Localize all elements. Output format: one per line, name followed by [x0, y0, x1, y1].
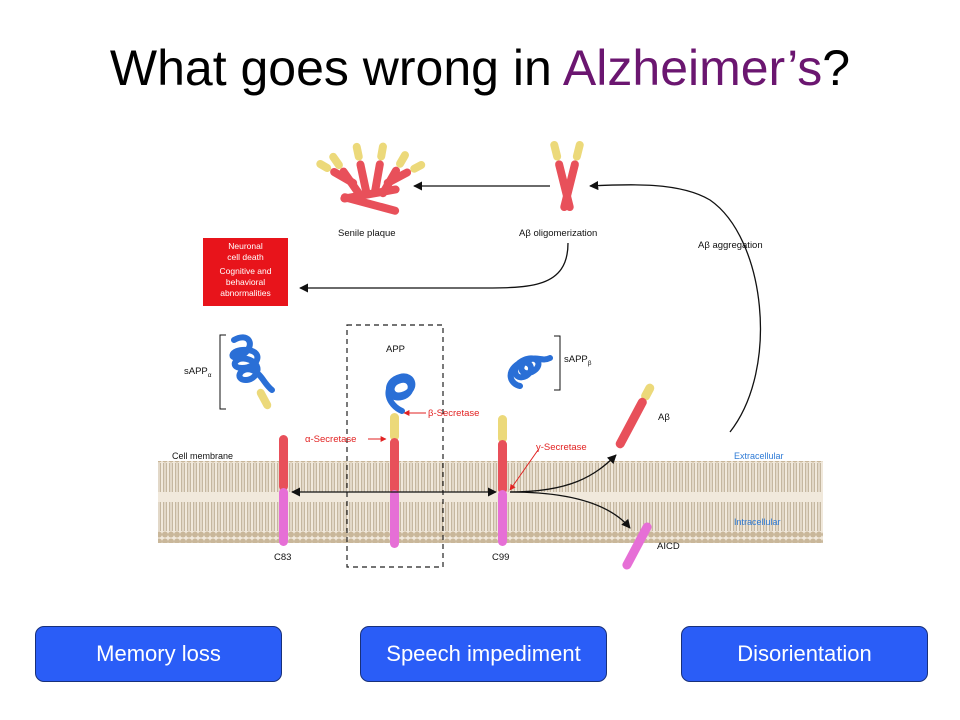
- label-extracellular: Extracellular: [734, 451, 784, 461]
- slide-title: What goes wrong in Alzheimer’s?: [0, 38, 960, 98]
- app-transmembrane-stalk: [390, 413, 399, 548]
- label-oligomerization: Aβ oligomerization: [519, 228, 597, 239]
- abeta-oligomer-icon: [550, 140, 584, 212]
- label-alpha-secretase: α-Secretase: [305, 434, 356, 445]
- label-sapp-alpha: sAPPα: [184, 366, 212, 379]
- senile-plaque-icon: [316, 142, 426, 215]
- disorientation-button[interactable]: Disorientation: [681, 626, 928, 682]
- label-sapp-beta: sAPPβ: [564, 354, 592, 367]
- abeta-peptide-icon: [615, 383, 655, 449]
- label-aicd: AICD: [657, 541, 680, 552]
- arrow-to-abeta: [509, 454, 617, 493]
- sapp-alpha-bracket: [219, 334, 226, 410]
- death-line-5: abnormalities: [220, 288, 271, 298]
- label-cell-membrane: Cell membrane: [172, 451, 233, 461]
- app-helix-icon: [385, 373, 416, 414]
- gamma-secretase-arrow: [509, 449, 539, 491]
- title-suffix: ?: [822, 40, 851, 96]
- arrow-to-aicd: [509, 491, 631, 529]
- death-line-2: cell death: [227, 252, 264, 262]
- label-abeta: Aβ: [658, 412, 670, 423]
- sapp-beta-bracket: [554, 335, 561, 391]
- label-beta-secretase: β-Secretase: [428, 408, 479, 419]
- death-line-1: Neuronal: [228, 241, 263, 251]
- label-intracellular: Intracellular: [734, 517, 781, 527]
- label-senile-plaque: Senile plaque: [338, 228, 396, 239]
- aicd-fragment-icon: [622, 522, 652, 570]
- app-processing-diagram: Cell membrane Extracellular Intracellula…: [158, 140, 823, 570]
- sapp-alpha-peptide: [256, 388, 272, 410]
- death-line-3: Cognitive and: [220, 266, 272, 276]
- death-line-4: behavioral: [226, 277, 265, 287]
- label-c99: C99: [492, 552, 509, 563]
- c99-fragment: [498, 415, 507, 546]
- neuronal-death-box: [203, 238, 288, 306]
- app-dashed-box: [346, 324, 444, 568]
- label-app: APP: [386, 344, 405, 355]
- label-c83: C83: [274, 552, 291, 563]
- memory-loss-button[interactable]: Memory loss: [35, 626, 282, 682]
- title-prefix: What goes wrong in: [109, 40, 563, 96]
- title-highlight: Alzheimer’s: [562, 40, 823, 96]
- cell-membrane-bilayer: [158, 461, 823, 543]
- arrow-aggregation: [589, 181, 762, 433]
- speech-impediment-button[interactable]: Speech impediment: [360, 626, 607, 682]
- sapp-beta-helix-icon: [507, 355, 553, 389]
- arrow-oligomer-to-death: [299, 242, 569, 293]
- c83-fragment: [279, 435, 288, 546]
- label-aggregation: Aβ aggregation: [698, 240, 763, 251]
- label-gamma-secretase: γ-Secretase: [536, 442, 587, 453]
- sapp-alpha-helix-icon: [229, 334, 275, 393]
